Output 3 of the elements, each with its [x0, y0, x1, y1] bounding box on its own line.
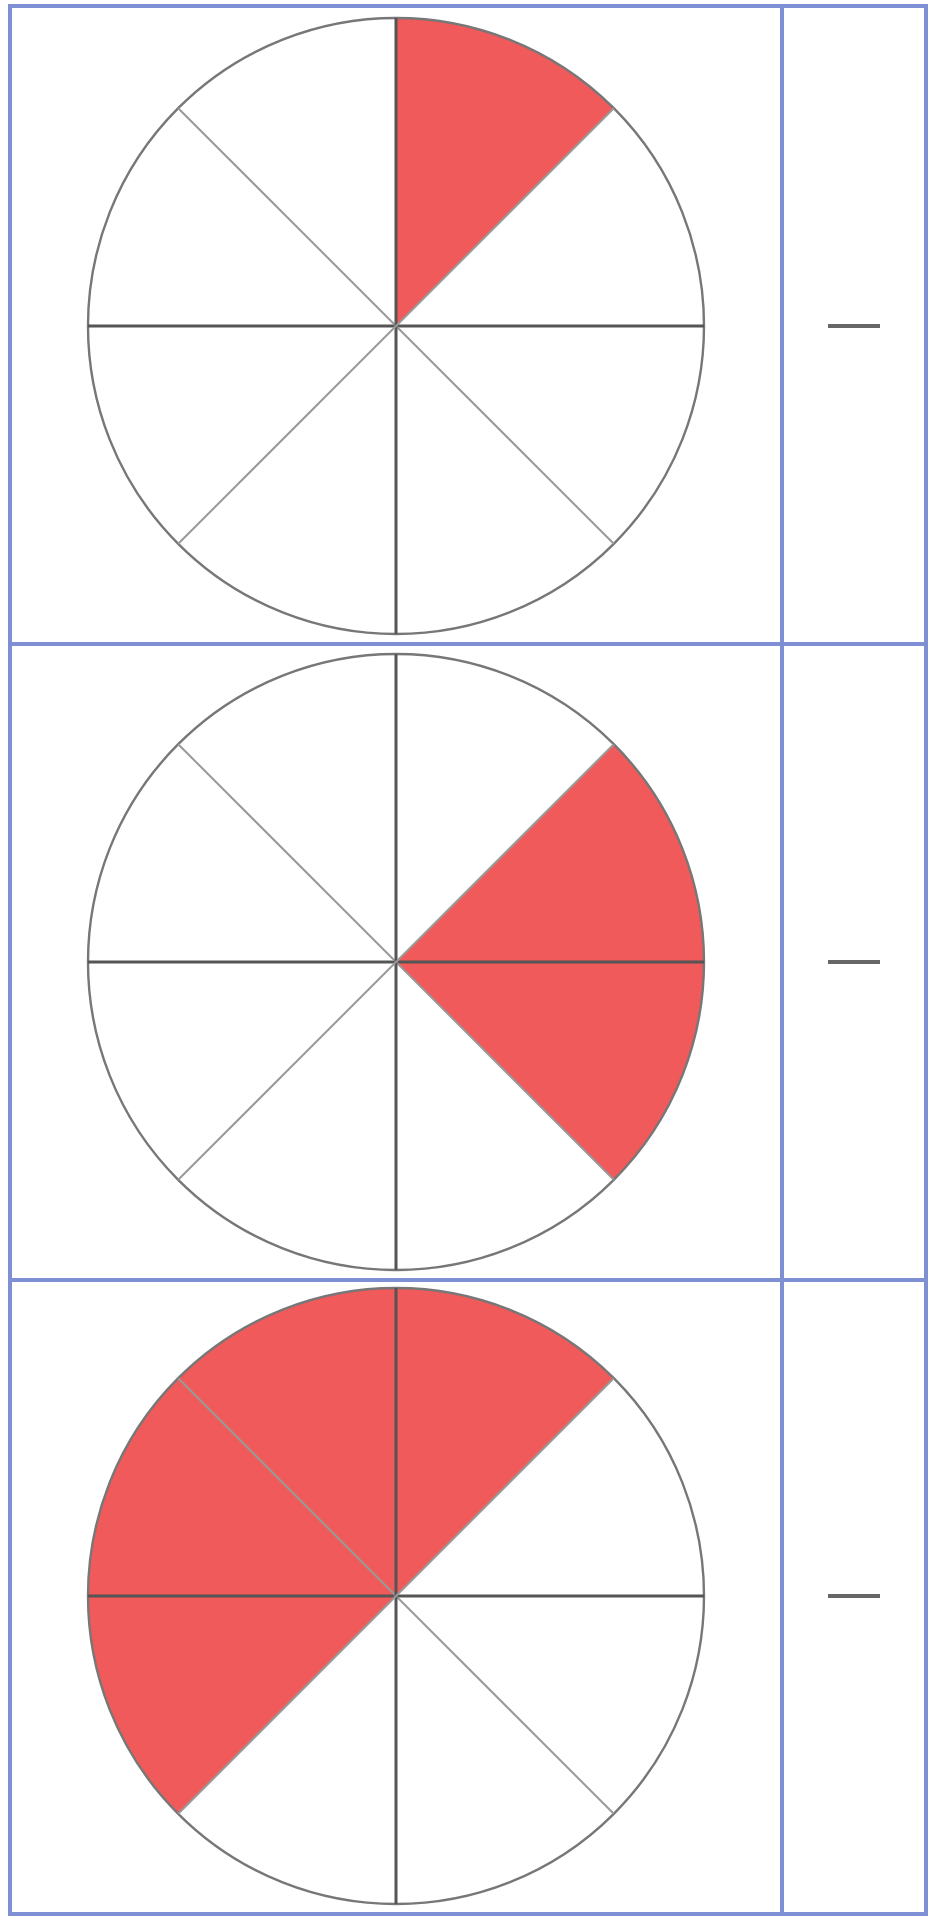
fraction-circle-drawing [82, 1282, 710, 1911]
fraction-circle-drawing [82, 647, 710, 1276]
fraction-circle-drawing [82, 11, 710, 640]
